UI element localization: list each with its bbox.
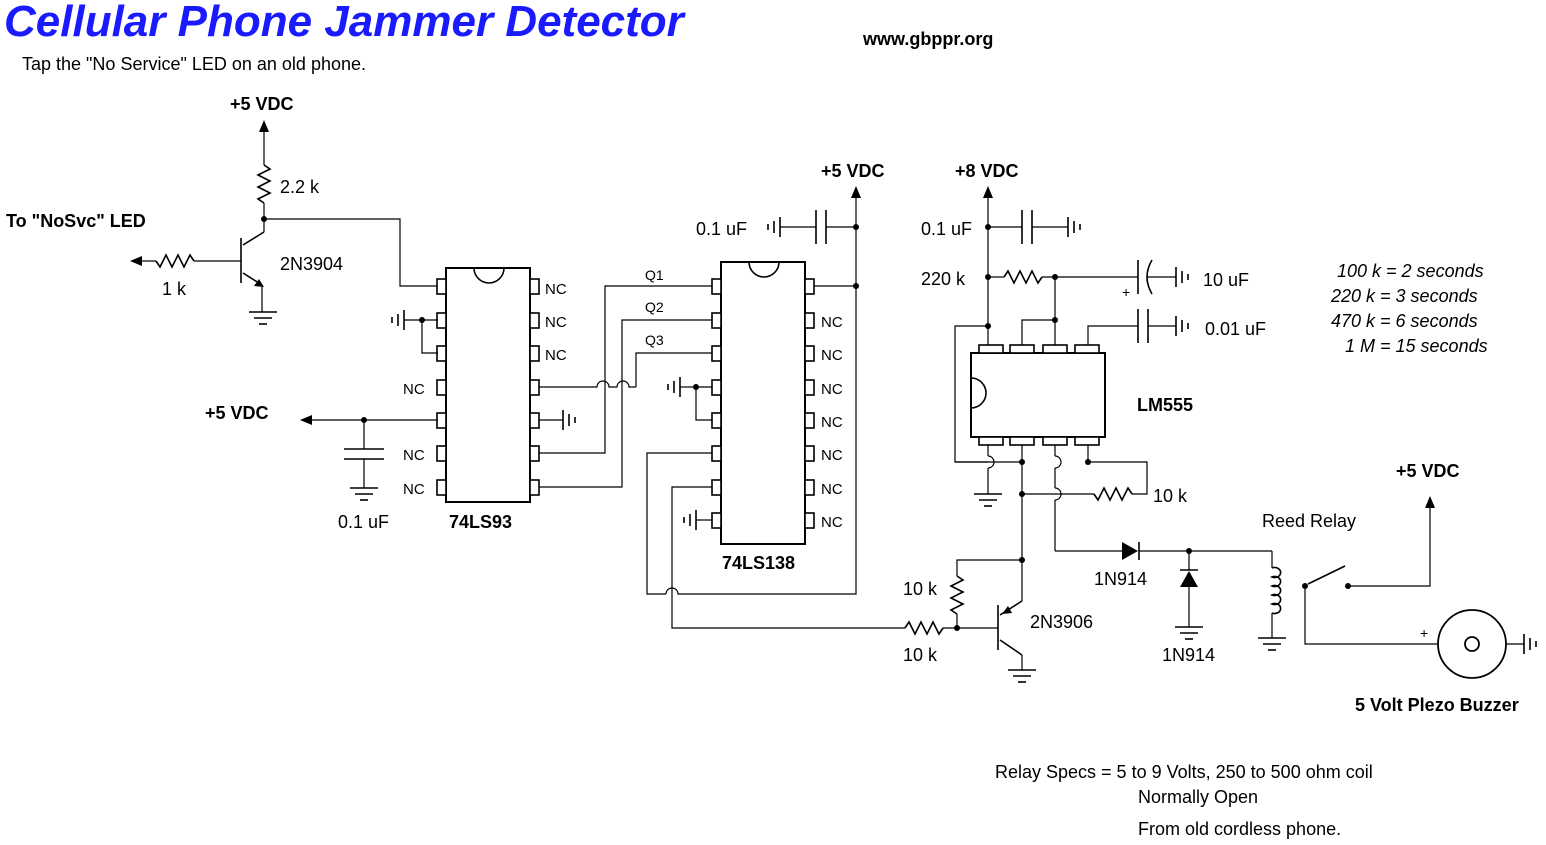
r-1k-label: 1 k bbox=[162, 279, 187, 299]
ic-74ls93: NC NC NC NC NC NC 74LS93 +5 VDC 0.1 uF bbox=[205, 267, 712, 532]
c-01-mid-label: 0.1 uF bbox=[696, 219, 747, 239]
piezo-buzzer bbox=[1437, 609, 1507, 679]
timing-row: 100 k = 2 seconds bbox=[1337, 261, 1484, 281]
input-stage: +5 VDC 2.2 k 2N3904 To "NoSvc" LED 1 k bbox=[6, 94, 438, 325]
ic-lm555-label: LM555 bbox=[1137, 395, 1193, 415]
relay-switch bbox=[1307, 565, 1346, 585]
vcc-arrow-icon bbox=[851, 186, 861, 198]
vcc-arrow-icon bbox=[983, 186, 993, 198]
timing-row: 220 k = 3 seconds bbox=[1330, 286, 1478, 306]
nc-label: NC bbox=[545, 281, 567, 298]
q1-label: Q1 bbox=[645, 267, 664, 283]
nc-label: NC bbox=[821, 314, 843, 331]
vcc5-mid-label: +5 VDC bbox=[821, 161, 885, 181]
page-title: Cellular Phone Jammer Detector bbox=[4, 0, 687, 46]
resistor-10k-b bbox=[904, 620, 944, 636]
nc-label: NC bbox=[821, 481, 843, 498]
nc-label: NC bbox=[545, 314, 567, 331]
timing-row: 1 M = 15 seconds bbox=[1345, 336, 1488, 356]
r-10k-a-label: 10 k bbox=[903, 579, 938, 599]
resistor-1k bbox=[155, 253, 195, 269]
lm555-section: +8 VDC 0.1 uF 220 k + 10 uF bbox=[921, 161, 1266, 560]
resistor-10k-a bbox=[949, 575, 965, 615]
vcc-arrow-icon bbox=[259, 120, 269, 132]
plus-label: + bbox=[1122, 284, 1130, 300]
d-1n914-a-label: 1N914 bbox=[1094, 569, 1147, 589]
reed-relay-label: Reed Relay bbox=[1262, 511, 1356, 531]
diode-1n914-a bbox=[1122, 542, 1138, 560]
r-2k2-label: 2.2 k bbox=[280, 177, 320, 197]
q-2n3904-label: 2N3904 bbox=[280, 254, 343, 274]
q3-label: Q3 bbox=[645, 332, 664, 348]
r-220k-label: 220 k bbox=[921, 269, 966, 289]
q-2n3906-label: 2N3906 bbox=[1030, 612, 1093, 632]
lm555-chip bbox=[970, 352, 1106, 438]
ic-74ls138: NC NC NC NC NC NC NC 74LS138 +5 VDC bbox=[646, 161, 905, 629]
diode-1n914-b bbox=[1180, 571, 1198, 587]
vcc8-label: +8 VDC bbox=[955, 161, 1019, 181]
c-01-555-label: 0.1 uF bbox=[921, 219, 972, 239]
buzzer-label: 5 Volt Plezo Buzzer bbox=[1355, 695, 1519, 715]
note-line: Relay Specs = 5 to 9 Volts, 250 to 500 o… bbox=[995, 762, 1373, 782]
d-1n914-b-label: 1N914 bbox=[1162, 645, 1215, 665]
output-stage: 1N914 1N914 Reed Relay +5 VDC + 5 Volt P bbox=[1055, 461, 1537, 715]
vcc5-relay-label: +5 VDC bbox=[1396, 461, 1460, 481]
nc-label: NC bbox=[821, 414, 843, 431]
nc-label: NC bbox=[545, 347, 567, 364]
ic-74ls93-label: 74LS93 bbox=[449, 512, 512, 532]
vcc-arrow-icon bbox=[1425, 496, 1435, 508]
relay-coil bbox=[1269, 566, 1282, 615]
note-line: From old cordless phone. bbox=[1138, 819, 1341, 839]
driver-stage: 10 k 10 k 2N3906 bbox=[903, 557, 1093, 683]
vcc-arrow-icon bbox=[300, 415, 312, 425]
c-001uf-label: 0.01 uF bbox=[1205, 319, 1266, 339]
subtitle: Tap the "No Service" LED on an old phone… bbox=[22, 54, 366, 74]
vcc5-left-label: +5 VDC bbox=[205, 403, 269, 423]
nc-label: NC bbox=[821, 347, 843, 364]
nc-label: NC bbox=[821, 447, 843, 464]
resistor-10k-555 bbox=[1093, 486, 1133, 502]
nc-label: NC bbox=[403, 381, 425, 398]
timing-table: 100 k = 2 seconds 220 k = 3 seconds 470 … bbox=[1330, 261, 1488, 356]
nc-label: NC bbox=[821, 381, 843, 398]
note-line: Normally Open bbox=[1138, 787, 1258, 807]
q2-label: Q2 bbox=[645, 299, 664, 315]
c-01-left-label: 0.1 uF bbox=[338, 512, 389, 532]
resistor-220k bbox=[1003, 269, 1043, 285]
vcc5-top-label: +5 VDC bbox=[230, 94, 294, 114]
plus-label: + bbox=[1420, 625, 1428, 641]
nc-label: NC bbox=[403, 481, 425, 498]
resistor-2k2 bbox=[256, 164, 272, 204]
timing-row: 470 k = 6 seconds bbox=[1331, 311, 1478, 331]
r-10k-b-label: 10 k bbox=[903, 645, 938, 665]
ic-74ls138-label: 74LS138 bbox=[722, 553, 795, 573]
website-label[interactable]: www.gbppr.org bbox=[862, 29, 993, 49]
nc-label: NC bbox=[403, 447, 425, 464]
led-arrow-icon bbox=[130, 256, 142, 266]
to-led-label: To "NoSvc" LED bbox=[6, 211, 146, 231]
relay-notes: Relay Specs = 5 to 9 Volts, 250 to 500 o… bbox=[995, 762, 1373, 839]
c-10uf-label: 10 uF bbox=[1203, 270, 1249, 290]
r-10k-555-label: 10 k bbox=[1153, 486, 1188, 506]
nc-label: NC bbox=[821, 514, 843, 531]
